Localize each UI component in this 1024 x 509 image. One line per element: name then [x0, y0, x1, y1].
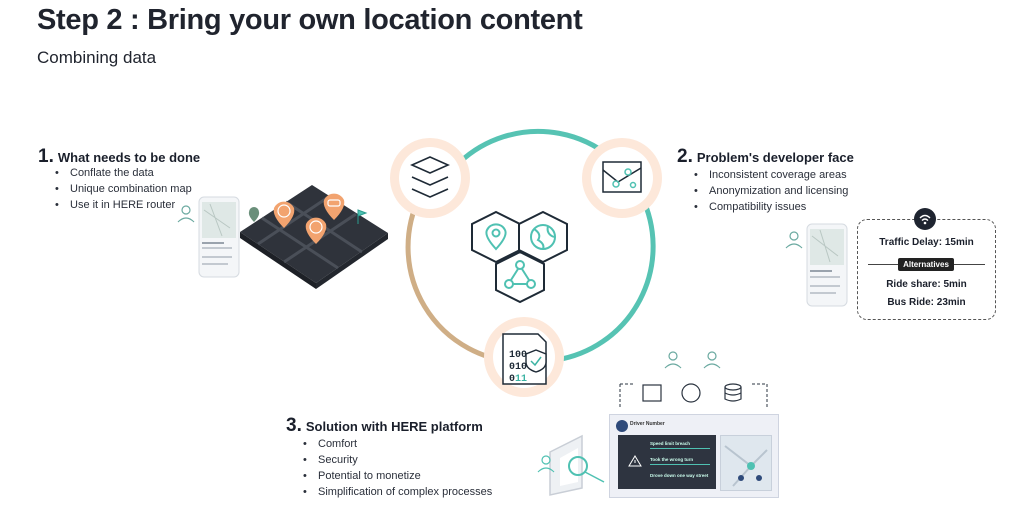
mini-map-graphic [724, 445, 768, 487]
globe-hex [518, 210, 568, 264]
alert-row: Drove down one way street [650, 473, 709, 478]
step1-list: Conflate the data Unique combination map… [38, 165, 200, 213]
car-pin-icon [323, 193, 345, 220]
route-alternatives-callout: Traffic Delay: 15min Alternatives Ride s… [857, 208, 996, 320]
list-item: Comfort [303, 436, 492, 452]
traffic-delay-text: Traffic Delay: 15min [879, 237, 974, 248]
step3-heading: Solution with HERE platform [305, 419, 483, 434]
list-item: Simplification of complex processes [303, 484, 492, 500]
user-icon-right [785, 231, 803, 249]
network-hex [495, 250, 545, 304]
alert-row: Took the wrong turn [650, 457, 694, 462]
driver-label: Driver Number [630, 421, 665, 427]
wifi-icon [919, 214, 931, 225]
page-subtitle: Combining data [37, 48, 157, 67]
step1-number: 1. [38, 146, 54, 167]
step3-number: 3. [286, 415, 302, 436]
bus-ride-text: Bus Ride: 23min [887, 297, 966, 308]
bike-pin-icon [273, 201, 295, 228]
user-icon-top-1 [664, 351, 682, 369]
wifi-badge [914, 208, 936, 230]
list-item: Conflate the data [55, 165, 200, 181]
map-node [582, 138, 662, 218]
step2-number: 2. [677, 146, 693, 167]
list-item: Unique combination map [55, 181, 200, 197]
list-item: Potential to monetize [303, 468, 492, 484]
step1-heading: What needs to be done [57, 150, 201, 165]
network-nodes-icon [504, 260, 536, 289]
source-icons [642, 383, 742, 403]
user-icon-top-2 [703, 351, 721, 369]
flag-icon [357, 209, 368, 224]
alternatives-badge: Alternatives [898, 258, 954, 271]
binary-line-3b: 11 [515, 374, 527, 385]
step2-block: 2.Problem's developer face Inconsistent … [677, 146, 854, 215]
data-node: 100 010 011 [484, 317, 564, 397]
map-icon [602, 161, 642, 193]
avatar [616, 420, 628, 432]
map-data-icon [642, 384, 662, 402]
location-pin-icon [485, 223, 507, 251]
bidirectional-arrows [619, 383, 768, 408]
binary-line-1: 100 [509, 350, 527, 361]
user-icon-bottom [537, 455, 555, 473]
list-item: Anonymization and licensing [694, 183, 854, 199]
step2-list: Inconsistent coverage areas Anonymizatio… [677, 167, 854, 215]
globe-icon [530, 224, 556, 250]
step2-heading: Problem's developer face [696, 150, 854, 165]
step3-block: 3.Solution with HERE platform Comfort Se… [286, 415, 492, 500]
start-pin-icon [248, 207, 260, 222]
step3-list: Comfort Security Potential to monetize S… [286, 436, 492, 500]
step1-block: 1.What needs to be done Conflate the dat… [38, 146, 200, 213]
bike-pin-icon-2 [305, 217, 327, 244]
warning-icon [628, 455, 642, 467]
svg-text:011: 011 [509, 374, 527, 385]
alert-row: Speed limit breach [650, 441, 691, 446]
hexagon-cluster [471, 210, 568, 304]
monitor-illustration [549, 434, 605, 496]
page-title: Step 2 : Bring your own location content [37, 4, 583, 36]
layers-node [390, 138, 470, 218]
binary-line-2: 010 [509, 362, 527, 373]
list-item: Inconsistent coverage areas [694, 167, 854, 183]
binary-line-3a: 0 [509, 374, 515, 385]
dashboard-panel: Driver Number Speed limit breach Took th… [609, 414, 779, 498]
alerts-panel: Speed limit breach Took the wrong turn D… [618, 435, 716, 489]
mini-map [720, 435, 772, 491]
shield-check-icon [525, 349, 547, 373]
database-icon [724, 383, 742, 391]
globe-data-icon [681, 383, 701, 403]
layers-icon [410, 156, 450, 198]
phone-mockup-left [198, 196, 240, 278]
list-item: Compatibility issues [694, 199, 854, 215]
list-item: Use it in HERE router [55, 197, 200, 213]
ride-share-text: Ride share: 5min [886, 279, 967, 290]
phone-mockup-right [806, 223, 848, 307]
list-item: Security [303, 452, 492, 468]
